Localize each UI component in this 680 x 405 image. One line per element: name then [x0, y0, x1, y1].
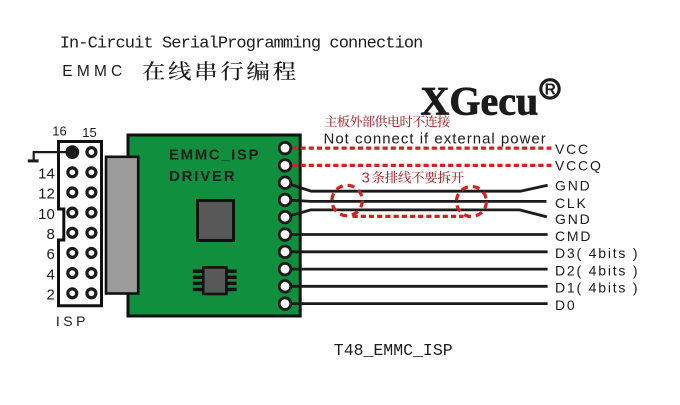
svg-text:CMD: CMD — [555, 228, 592, 244]
svg-text:T48_EMMC_ISP: T48_EMMC_ISP — [334, 341, 453, 360]
svg-text:D1( 4bits ): D1( 4bits ) — [555, 280, 639, 296]
svg-text:GND: GND — [555, 178, 592, 194]
svg-text:4: 4 — [46, 266, 54, 283]
svg-text:15: 15 — [82, 125, 96, 140]
svg-text:D2( 4bits ): D2( 4bits ) — [555, 262, 639, 278]
svg-text:R: R — [545, 82, 556, 99]
svg-text:6: 6 — [46, 246, 54, 263]
svg-text:Not connect if external power: Not connect if external power — [324, 130, 547, 147]
svg-text:D0: D0 — [555, 297, 577, 313]
svg-text:XGecu: XGecu — [421, 78, 539, 123]
svg-text:DRIVER: DRIVER — [169, 168, 236, 185]
svg-text:16: 16 — [52, 124, 66, 139]
svg-text:2: 2 — [46, 287, 54, 304]
svg-text:CLK: CLK — [555, 195, 588, 211]
svg-text:ISP: ISP — [56, 313, 89, 329]
svg-text:3: 3 — [362, 170, 370, 187]
svg-text:VCCQ: VCCQ — [555, 157, 603, 173]
svg-text:14: 14 — [38, 166, 55, 183]
svg-text:12: 12 — [38, 186, 55, 203]
svg-text:10: 10 — [38, 206, 55, 223]
svg-text:D3( 4bits ): D3( 4bits ) — [555, 245, 639, 261]
svg-text:EMMC: EMMC — [62, 63, 126, 80]
svg-text:EMMC_ISP: EMMC_ISP — [169, 146, 260, 163]
svg-text:VCC: VCC — [555, 141, 590, 157]
svg-text:8: 8 — [46, 226, 54, 243]
svg-text:GND: GND — [555, 211, 592, 227]
svg-text:In-Circuit SerialProgramming c: In-Circuit SerialProgramming connection — [60, 35, 423, 54]
